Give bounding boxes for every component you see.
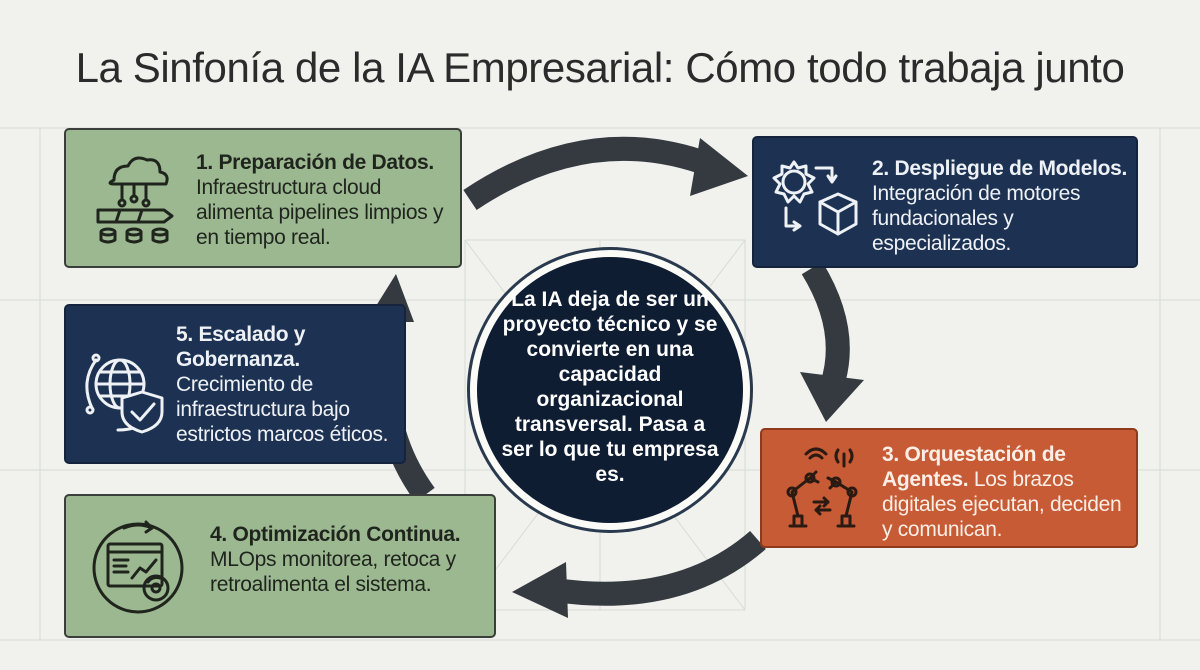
step-text-2: 2. Despliegue de Modelos. Integración de… — [872, 156, 1134, 256]
step-body-2: Integración de motores fundacionales y e… — [872, 182, 1081, 255]
page-title: La Sinfonía de la IA Empresarial: Cómo t… — [75, 44, 1125, 91]
step-body-1: Infraestructura cloud alimenta pipelines… — [196, 176, 444, 249]
step-body-4: MLOps monitorea, retoca y retroalimenta … — [210, 548, 456, 596]
monitor-chart-icon — [92, 520, 184, 614]
step-card-5: 5. Escalado y Gobernanza. Crecimiento de… — [64, 304, 406, 464]
step-card-1: 1. Preparación de Datos. Infraestructura… — [64, 128, 462, 268]
step-card-3: 3. Orquestación de Agentes. Los brazos d… — [760, 428, 1138, 548]
center-message: La IA deja de ser un proyecto técnico y … — [501, 288, 719, 486]
arrowhead-1 — [690, 138, 748, 196]
cloud-data-pipeline-icon — [96, 156, 174, 244]
step-body-5: Crecimiento de infraestructura bajo estr… — [176, 373, 389, 446]
gear-cube-icon — [772, 160, 858, 236]
robot-arms-icon — [786, 447, 858, 528]
center-message-circle: La IA deja de ser un proyecto técnico y … — [470, 250, 750, 530]
step-text-4: 4. Optimización Continua. MLOps monitore… — [210, 522, 494, 597]
step-title-2: 2. Despliegue de Modelos. — [872, 157, 1128, 180]
arrowhead-3 — [512, 562, 568, 618]
step-card-4: 4. Optimización Continua. MLOps monitore… — [64, 494, 496, 638]
step-title-3: 3. Orquestación de Agentes. — [882, 443, 1066, 491]
step-body-3: Los brazos digitales ejecutan, deciden y… — [882, 468, 1122, 541]
arrow-2-to-3 — [801, 261, 850, 389]
step-text-1: 1. Preparación de Datos. Infraestructura… — [196, 150, 458, 250]
step-title-5: 5. Escalado y Gobernanza. — [176, 323, 306, 371]
arrowhead-2 — [800, 372, 864, 422]
arrow-1-to-2 — [463, 136, 715, 210]
arrow-3-to-4 — [553, 530, 766, 606]
step-text-3: 3. Orquestación de Agentes. Los brazos d… — [882, 442, 1134, 542]
step-card-2: 2. Despliegue de Modelos. Integración de… — [752, 136, 1138, 268]
globe-shield-icon — [85, 353, 164, 434]
step-title-4: 4. Optimización Continua. — [210, 523, 461, 546]
step-text-5: 5. Escalado y Gobernanza. Crecimiento de… — [176, 322, 402, 447]
step-title-1: 1. Preparación de Datos. — [196, 151, 434, 174]
